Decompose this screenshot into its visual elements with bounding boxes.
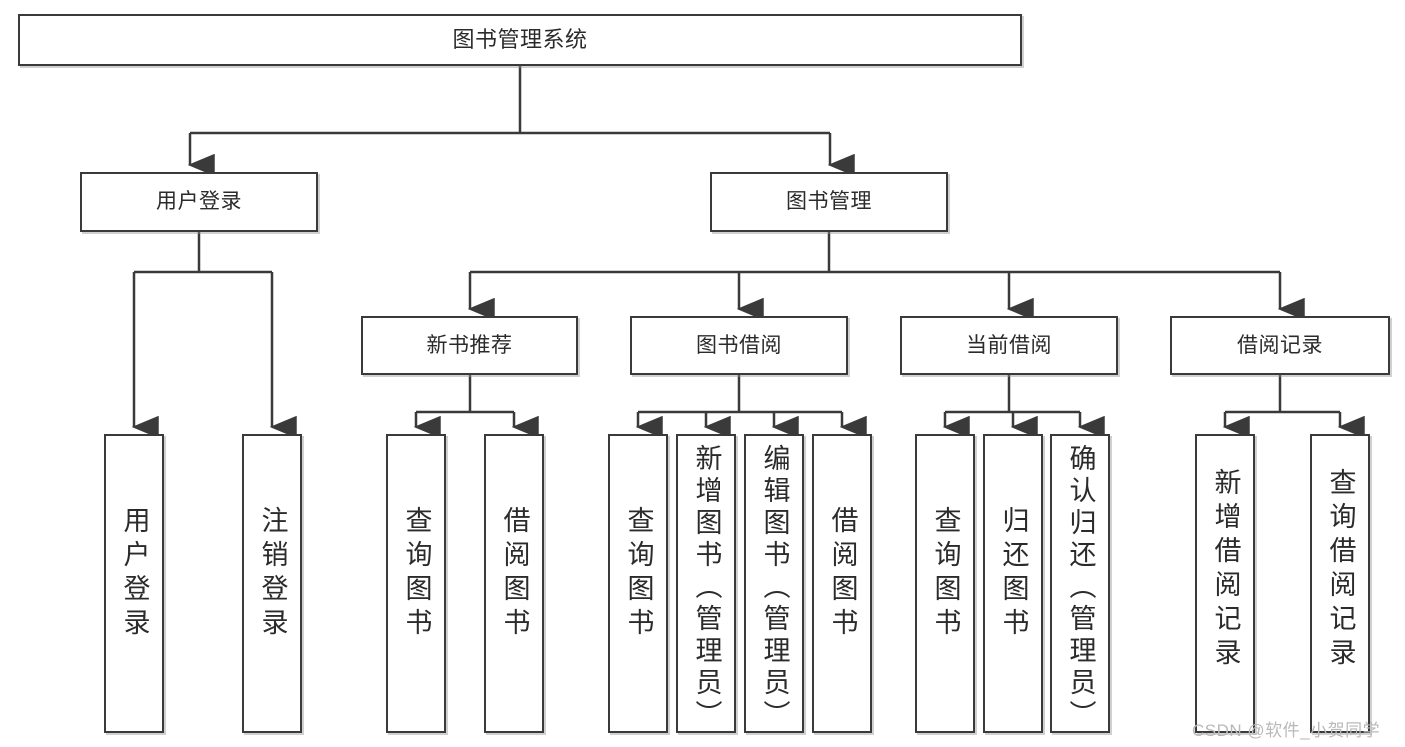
leaf-confirm-return-admin[interactable]: 确认归还（管理员）	[1050, 434, 1110, 733]
leaf-edit-book-admin[interactable]: 编辑图书（管理员）	[744, 434, 804, 733]
node-book-borrow[interactable]: 图书借阅	[630, 316, 848, 375]
node-label: 确认归还（管理员）	[1065, 444, 1096, 732]
leaf-return-book[interactable]: 归还图书	[983, 434, 1043, 733]
node-label: 图书借阅	[696, 333, 782, 357]
node-label: 图书管理	[786, 190, 872, 214]
leaf-logout[interactable]: 注销登录	[242, 434, 302, 733]
leaf-add-borrow-record[interactable]: 新增借阅记录	[1195, 434, 1255, 733]
leaf-query-book-newbook[interactable]: 查询图书	[386, 434, 446, 733]
node-label: 新增借阅记录	[1210, 468, 1241, 672]
node-book-management[interactable]: 图书管理	[710, 172, 948, 232]
node-label: 注销登录	[257, 506, 288, 642]
node-label: 借阅图书	[499, 506, 530, 642]
node-label: 查询借阅记录	[1325, 468, 1356, 672]
node-new-book-recommend[interactable]: 新书推荐	[361, 316, 578, 375]
leaf-user-login[interactable]: 用户登录	[104, 434, 164, 733]
node-current-borrow[interactable]: 当前借阅	[900, 316, 1118, 375]
node-label: 用户登录	[156, 190, 242, 214]
node-label: 图书管理系统	[452, 26, 588, 52]
node-label: 借阅图书	[827, 506, 858, 642]
node-label: 查询图书	[401, 506, 432, 642]
node-label: 当前借阅	[966, 333, 1052, 357]
leaf-query-book-borrow[interactable]: 查询图书	[608, 434, 668, 733]
node-label: 查询图书	[623, 506, 654, 642]
leaf-borrow-book-newbook[interactable]: 借阅图书	[484, 434, 544, 733]
node-label: 新增图书（管理员）	[691, 444, 722, 732]
node-user-login[interactable]: 用户登录	[80, 172, 318, 232]
node-root-system[interactable]: 图书管理系统	[18, 14, 1022, 66]
node-borrow-record[interactable]: 借阅记录	[1170, 316, 1390, 375]
leaf-add-book-admin[interactable]: 新增图书（管理员）	[676, 434, 736, 733]
leaf-query-borrow-record[interactable]: 查询借阅记录	[1310, 434, 1370, 733]
node-label: 用户登录	[119, 506, 150, 642]
leaf-query-book-current[interactable]: 查询图书	[915, 434, 975, 733]
node-label: 借阅记录	[1237, 333, 1323, 357]
leaf-borrow-book[interactable]: 借阅图书	[812, 434, 872, 733]
watermark: CSDN @软件_小贺同学	[1192, 721, 1381, 740]
node-label: 归还图书	[998, 506, 1029, 642]
node-label: 新书推荐	[426, 333, 513, 357]
node-label: 查询图书	[930, 506, 961, 642]
node-label: 编辑图书（管理员）	[759, 444, 790, 732]
